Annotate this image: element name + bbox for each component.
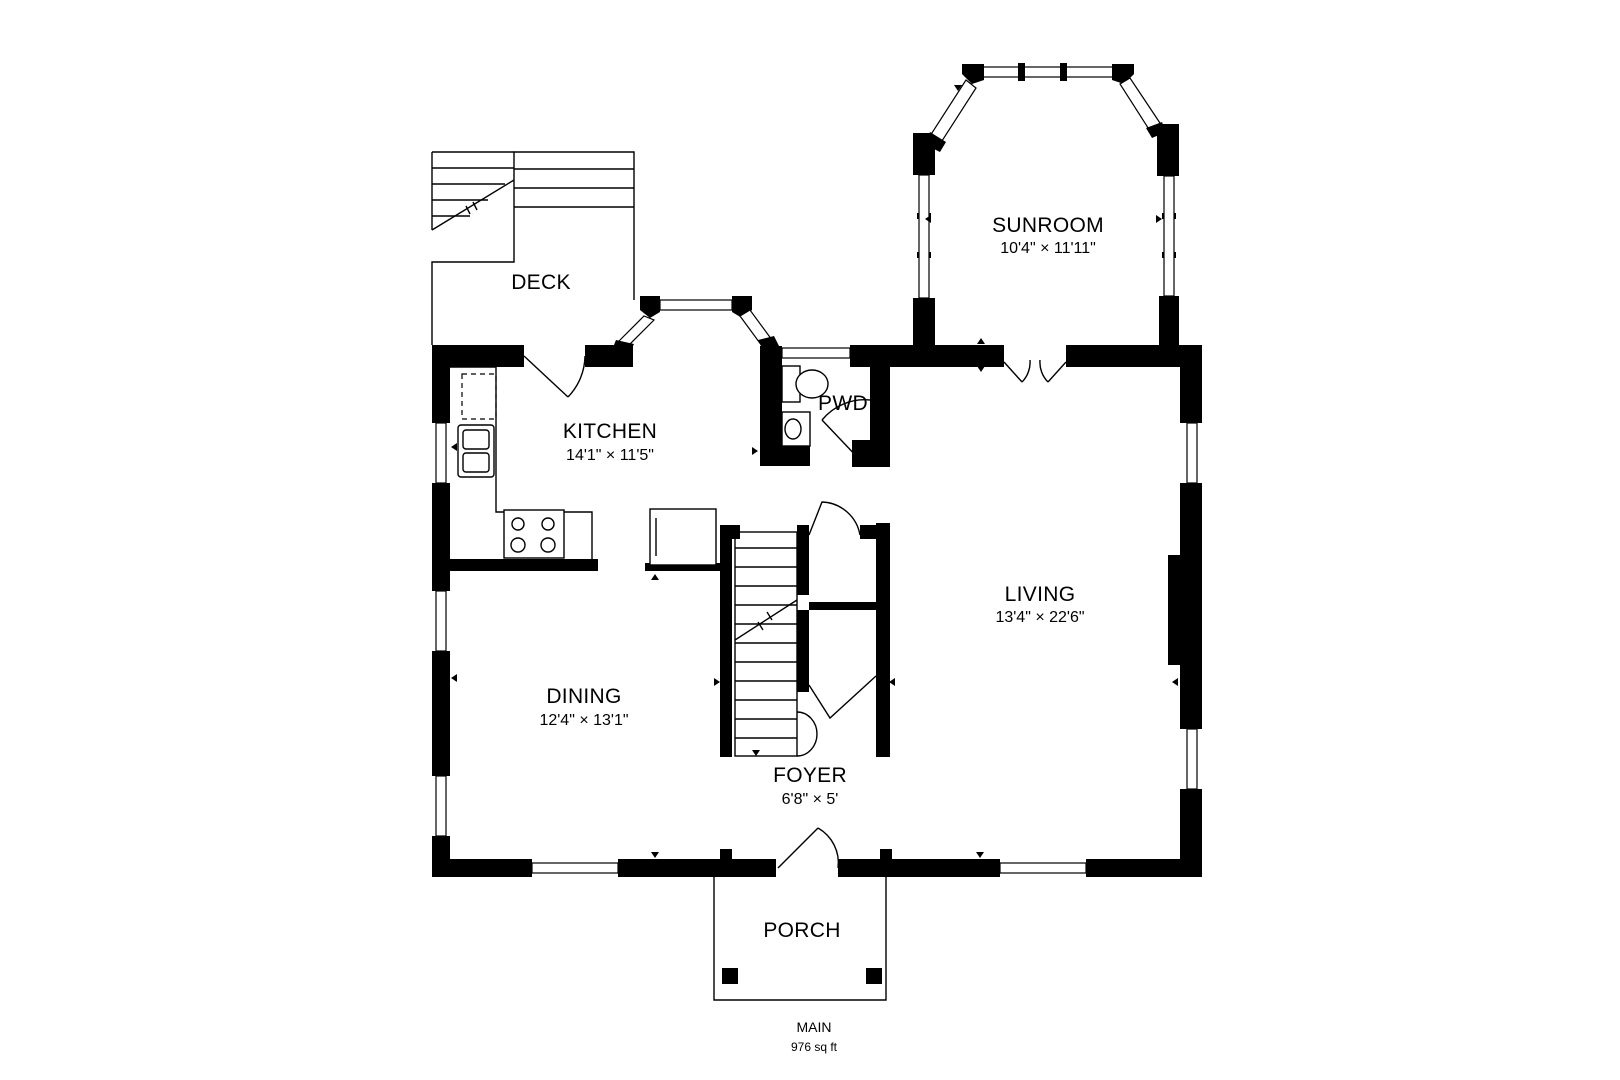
interior-walls (645, 523, 890, 757)
dining-dimensions: 12'4" × 13'1" (539, 712, 628, 729)
living-dimensions: 13'4" × 22'6" (995, 609, 1084, 626)
deck (431, 151, 635, 345)
kitchen-fixtures (450, 366, 717, 566)
foyer-dimensions: 6'8" × 5' (782, 791, 839, 808)
wall-markers (451, 85, 1178, 858)
kitchen-label: KITCHEN (563, 420, 657, 443)
pwd-fixtures (781, 365, 829, 447)
sunroom-walls (913, 63, 1179, 346)
sunroom-label: SUNROOM (992, 214, 1104, 237)
dining-label: DINING (546, 685, 621, 708)
kitchen-dimensions: 14'1" × 11'5" (566, 447, 654, 464)
pwd-label: PWD (818, 392, 868, 415)
room-labels: DECK KITCHEN 14'1" × 11'5" PWD SUNROOM 1… (511, 214, 1104, 1054)
living-label: LIVING (1005, 583, 1076, 606)
floor-name: MAIN (797, 1019, 832, 1035)
porch (713, 877, 887, 1001)
deck-label: DECK (511, 271, 571, 294)
doors (523, 355, 1067, 869)
main-stairs (734, 531, 818, 757)
exterior-walls (432, 296, 1202, 877)
porch-label: PORCH (763, 919, 840, 942)
sunroom-dimensions: 10'4" × 11'11" (1000, 240, 1096, 257)
floor-area: 976 sq ft (791, 1040, 838, 1054)
foyer-label: FOYER (773, 764, 847, 787)
sink (457, 424, 495, 478)
